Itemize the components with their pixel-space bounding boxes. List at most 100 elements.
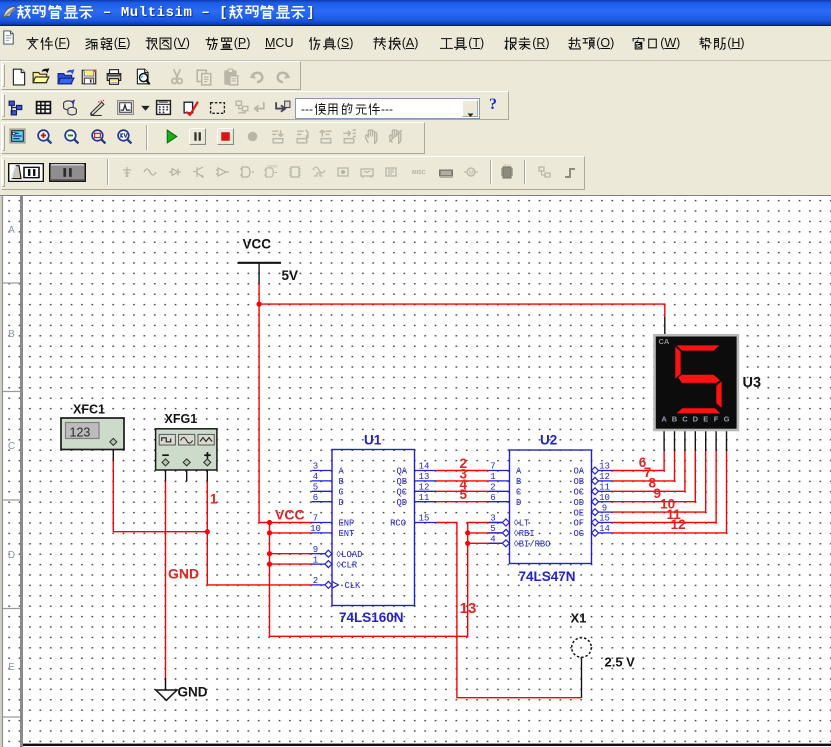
svg-text:C: C [516,488,521,498]
svg-text:6: 6 [639,455,647,470]
svg-text:E: E [8,662,15,673]
svg-text:OE: OE [573,508,584,518]
svg-text:◊RBI: ◊RBI [514,529,535,539]
svg-text:D: D [693,415,699,424]
svg-text:5: 5 [460,487,468,502]
svg-text:QD: QD [396,498,407,508]
svg-text:CLK: CLK [345,581,362,591]
svg-text:2.5 V: 2.5 V [605,655,636,670]
svg-text:2: 2 [490,483,495,493]
svg-text:3: 3 [460,466,468,481]
svg-text:◊LT: ◊LT [514,519,530,529]
svg-text:C: C [339,488,344,498]
svg-text:4: 4 [490,535,495,545]
svg-text:8: 8 [649,476,657,491]
svg-text:1: 1 [210,491,218,506]
svg-text:MCU: MCU [504,164,512,168]
svg-text:U2: U2 [540,433,557,448]
svg-text:D: D [8,550,15,561]
svg-text:3: 3 [313,462,318,472]
svg-text:14: 14 [419,462,430,472]
svg-text:QC: QC [396,488,407,498]
svg-text:A: A [661,415,667,424]
svg-text:123: 123 [70,426,91,440]
svg-text:2: 2 [313,576,318,586]
svg-text:VCC: VCC [275,507,305,523]
svg-text:10: 10 [599,493,610,503]
svg-text:CMOS: CMOS [267,164,278,168]
svg-text:U3: U3 [743,375,762,391]
svg-text:ENP: ENP [339,519,355,529]
svg-text:13: 13 [419,472,430,482]
svg-text:13: 13 [599,462,610,472]
svg-text:QB: QB [396,477,407,487]
svg-text:◊BI/RBO: ◊BI/RBO [514,540,551,550]
svg-text:12: 12 [419,483,430,493]
svg-text:ENT: ENT [339,529,355,539]
svg-text:12: 12 [599,472,610,482]
svg-text:5: 5 [490,524,495,534]
svg-text:4: 4 [313,472,318,482]
svg-text:OG: OG [573,529,584,539]
svg-text:10: 10 [660,496,675,511]
svg-text:B: B [672,415,678,424]
svg-text:CA: CA [659,337,670,346]
svg-text:◊LOAD: ◊LOAD [336,550,362,560]
svg-text:4: 4 [460,477,468,492]
svg-text:U1: U1 [364,433,382,448]
svg-text:X1: X1 [571,611,587,626]
svg-text:A: A [339,467,345,477]
svg-text:2: 2 [460,456,468,471]
svg-text:C: C [682,415,688,424]
svg-text:5: 5 [313,483,318,493]
svg-text:RCO: RCO [390,519,406,529]
svg-text:74LS160N: 74LS160N [339,610,404,625]
svg-text:9: 9 [602,503,607,513]
svg-text:12: 12 [671,517,686,532]
svg-text:A: A [516,467,522,477]
svg-text:13: 13 [460,600,477,617]
svg-text:74LS47N: 74LS47N [519,569,576,584]
svg-text:OA: OA [573,467,584,477]
svg-text:1: 1 [490,472,495,482]
svg-text:F: F [714,415,719,424]
svg-text:XFC1: XFC1 [73,403,105,417]
svg-text:7: 7 [490,462,495,472]
svg-text:OD: OD [573,498,584,508]
svg-text:B: B [8,329,15,340]
svg-text:15: 15 [419,514,430,524]
svg-text:GND: GND [168,566,199,582]
svg-text:OC: OC [573,488,584,498]
svg-text:9: 9 [313,545,318,555]
svg-text:B: B [516,477,521,487]
svg-text:7: 7 [313,514,318,524]
svg-text:5V: 5V [282,268,299,283]
svg-text:10: 10 [310,524,321,534]
svg-text:OB: OB [573,477,584,487]
svg-text:◊CLR: ◊CLR [336,560,358,570]
svg-text:15: 15 [599,514,610,524]
svg-text:E: E [703,415,708,424]
svg-text:11: 11 [419,493,430,503]
svg-text:XFG1: XFG1 [165,412,198,426]
svg-text:11: 11 [666,507,681,522]
svg-text:VCC: VCC [243,237,272,252]
svg-text:G: G [724,415,730,424]
svg-text:14: 14 [599,524,610,534]
svg-text:B: B [339,477,344,487]
svg-text:MISC: MISC [412,170,426,176]
svg-text:D: D [339,498,344,508]
svg-text:1: 1 [313,555,318,565]
svg-text:M: M [469,170,474,176]
svg-text:GND: GND [178,685,208,700]
svg-text:OF: OF [573,519,584,529]
svg-text:C: C [8,441,15,452]
svg-text:11: 11 [599,483,610,493]
svg-text:7: 7 [644,465,652,480]
svg-text:A: A [8,225,15,236]
svg-text:D: D [516,498,521,508]
svg-text:3: 3 [490,514,495,524]
svg-text:6: 6 [490,493,495,503]
svg-text:9: 9 [654,486,662,501]
svg-text:6: 6 [313,493,318,503]
